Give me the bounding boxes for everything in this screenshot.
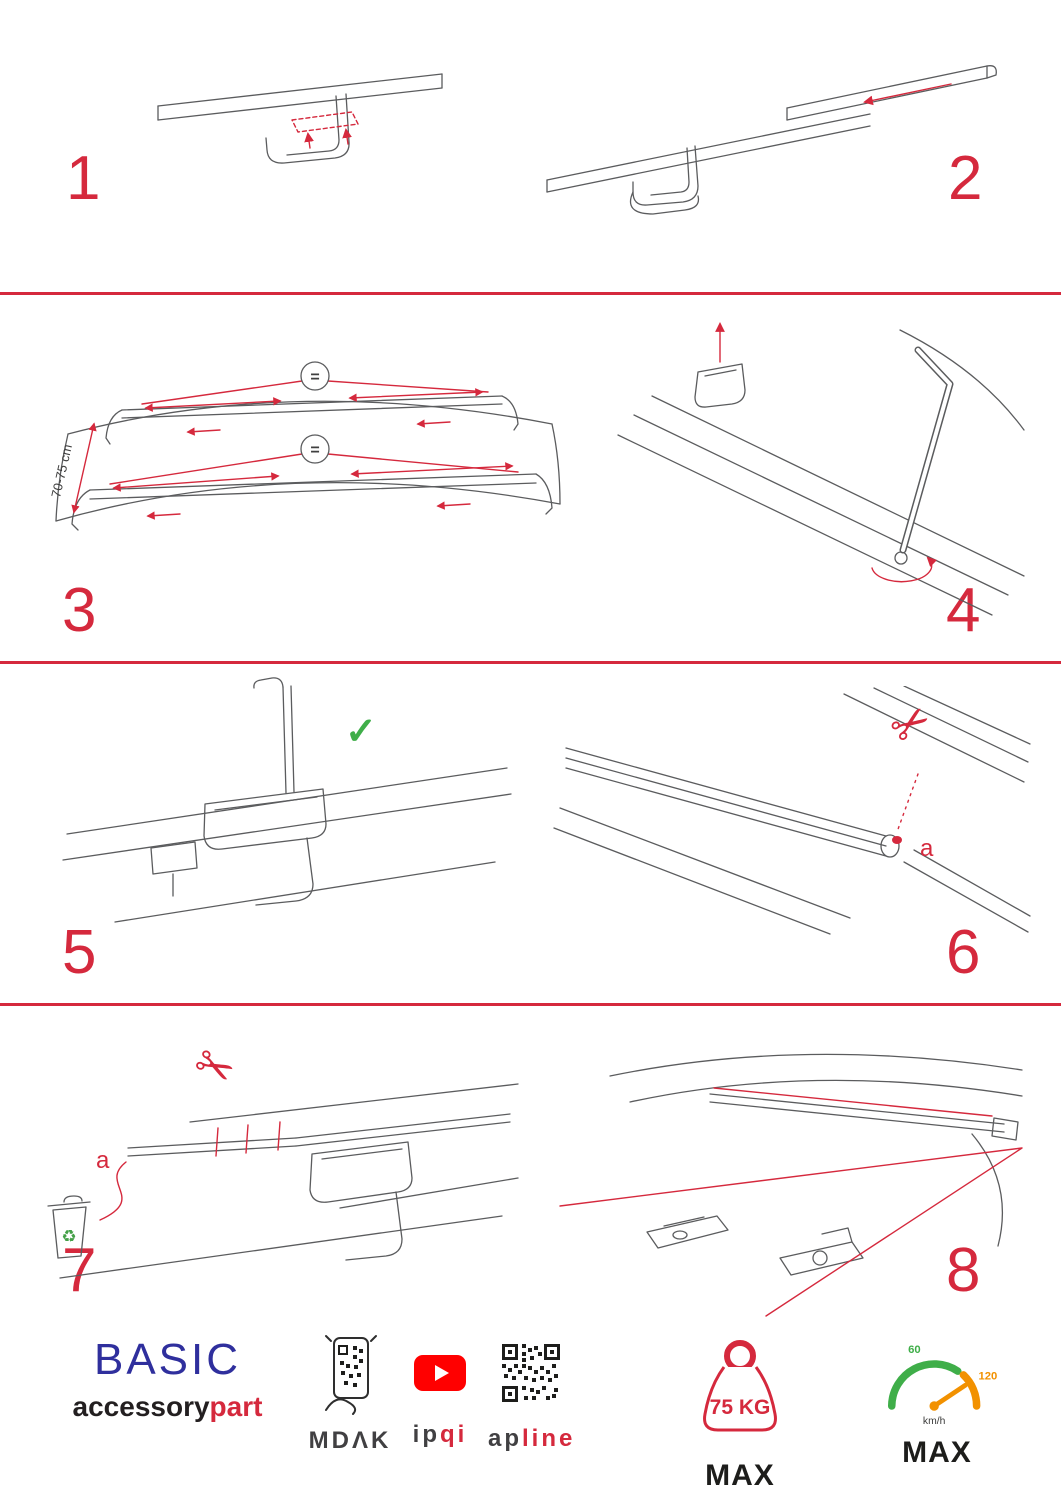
distance-arrow (71, 422, 97, 514)
step-4-illustration (600, 310, 1030, 645)
speed-limit-block: 60 120 km/h MAX (868, 1336, 1006, 1470)
step-2-drawing (546, 65, 997, 215)
step-1-number: 1 (66, 144, 101, 213)
step-6-illustration: ✂ a (552, 686, 1032, 958)
scissors-icon: ✂ (185, 1035, 243, 1099)
weight-value: 75 KG (710, 1396, 771, 1419)
step-1-illustration (150, 58, 450, 258)
qr-code-icon (502, 1344, 560, 1402)
step-7-illustration: ♻ ✂ a (40, 1026, 520, 1326)
section-divider-3 (0, 1003, 1061, 1006)
step-8-number: 8 (946, 1236, 981, 1305)
weight-max-label: MAX (705, 1459, 775, 1492)
discard-line (99, 1161, 127, 1221)
brand-logo-accessorypart: accessorypart (72, 1391, 263, 1422)
step-5-illustration: ✓ (55, 672, 520, 934)
step-8-illustration (552, 1014, 1040, 1322)
part-a-label: a (920, 835, 934, 862)
step-3-number: 3 (62, 576, 97, 645)
step-7-drawing: ♻ ✂ a (47, 1035, 519, 1279)
section-divider-2 (0, 661, 1061, 664)
step-4-number: 4 (946, 576, 981, 645)
brand-logo-basic: BASIC (93, 1335, 242, 1384)
step-7-number: 7 (62, 1236, 97, 1305)
mdak-block: MDΛK (298, 1332, 402, 1455)
apline-logo: apline (488, 1425, 576, 1452)
trash-icon: ♻ (47, 1195, 91, 1259)
roof-with-crossbars (55, 395, 561, 531)
roof-bar-underside (157, 73, 443, 164)
step-5-drawing: ✓ (62, 677, 512, 923)
cut-mark-3 (277, 1121, 281, 1151)
step-3-drawing: = = 70-75 cm (48, 361, 561, 531)
step-3-illustration: = = 70-75 cm (30, 316, 565, 586)
cut-line (896, 773, 919, 833)
alignment-guides (559, 1147, 1023, 1317)
speed-max-label: MAX (902, 1436, 972, 1469)
scissors-icon: ✂ (880, 691, 941, 756)
section-divider-1 (0, 292, 1061, 295)
step-8-drawing (559, 1053, 1023, 1317)
tighten-rotation-arrow (871, 556, 938, 583)
speedometer-icon: 60 120 km/h (887, 1344, 997, 1427)
ipqi-logo: ipqi (412, 1421, 468, 1448)
step-6-drawing: ✂ a (553, 686, 1031, 935)
slide-direction-arrow (863, 83, 952, 106)
mdak-logo: MDΛK (308, 1427, 392, 1454)
brand-block: BASIC accessorypart (70, 1338, 265, 1423)
phone-qr-icon (325, 1335, 377, 1415)
step-2-illustration (535, 28, 1005, 233)
step-1-drawing (157, 73, 443, 164)
recycle-icon: ♻ (61, 1227, 76, 1246)
equal-sign-top: = (310, 369, 319, 386)
roof-rail-closeup (617, 329, 1025, 616)
bar-distance-label: 70-75 cm (48, 443, 75, 499)
step-6-number: 6 (946, 918, 981, 987)
weight-limit-block: 75 KG MAX (678, 1334, 802, 1493)
step-4-drawing (617, 322, 1025, 616)
step-2-number: 2 (948, 144, 983, 213)
cut-mark-1 (215, 1127, 219, 1157)
trim-strip-and-clamp (59, 1083, 519, 1279)
roof-final-assembly (609, 1053, 1023, 1276)
cut-mark-2 (245, 1124, 249, 1154)
part-a-label: a (96, 1147, 110, 1174)
seal-strip-highlight (713, 1087, 993, 1117)
check-icon: ✓ (345, 711, 377, 753)
insert-plate-highlight (291, 111, 359, 149)
equal-sign-bottom: = (310, 442, 319, 459)
bar-end-rubber-strip (553, 686, 1031, 935)
speed-unit-label: km/h (923, 1416, 946, 1427)
bar-and-clamp (546, 65, 997, 215)
ipqi-block: ipqi (402, 1354, 478, 1449)
youtube-icon (414, 1355, 466, 1391)
speed-low-label: 60 (908, 1344, 921, 1356)
apline-block: apline (488, 1344, 574, 1453)
allen-key-icon (899, 346, 954, 554)
equal-badge-top (300, 361, 330, 391)
speed-high-label: 120 (978, 1371, 997, 1383)
equal-badge-bottom (300, 434, 330, 464)
clamp-with-rod (62, 677, 512, 923)
rubber-strip-end (892, 836, 902, 844)
step-5-number: 5 (62, 918, 97, 987)
weight-icon: 75 KG (703, 1340, 777, 1432)
equal-spacing-dimensions (71, 380, 519, 520)
